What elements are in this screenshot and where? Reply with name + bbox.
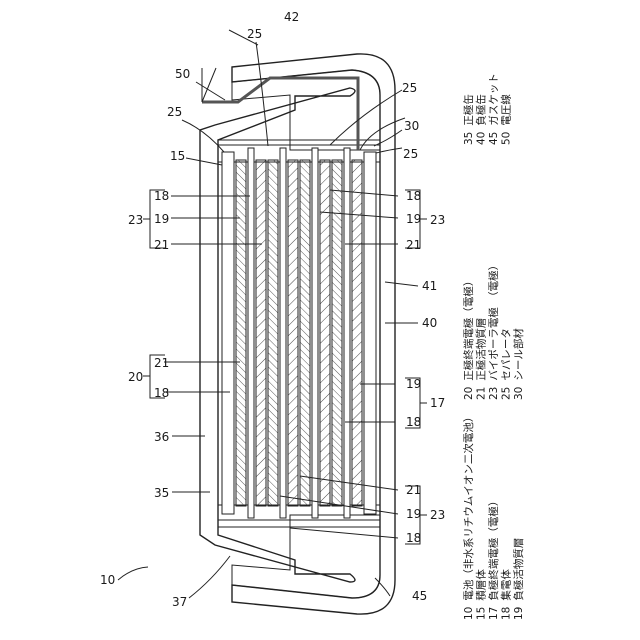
callout-19: 19 [406, 212, 421, 226]
callout-45: 45 [412, 589, 427, 603]
callout-42: 42 [284, 10, 299, 24]
legend-text: バイポーラ電極 （電極） [487, 260, 500, 381]
legend-entry: 23 バイポーラ電極 （電極） [487, 260, 500, 400]
callout-40: 40 [422, 316, 437, 330]
legend-number: 30 [513, 387, 525, 400]
legend-number: 21 [476, 387, 488, 400]
callout-36: 36 [154, 430, 169, 444]
legend-number: 19 [513, 607, 525, 620]
callout-21: 21 [154, 356, 169, 370]
legend-entry: 40 負極缶 [475, 94, 488, 145]
callout-30: 30 [404, 119, 419, 133]
callout-25: 25 [247, 27, 262, 41]
legend-entry: 19 負極活物質層 [512, 538, 525, 620]
legend-text: 電圧線 [500, 94, 513, 126]
legend-number: 20 [463, 387, 475, 400]
legend-text: 正極終端電極（電極） [462, 276, 475, 381]
legend-number: 25 [501, 387, 513, 400]
callout-50: 50 [175, 67, 190, 81]
callout-19: 19 [154, 212, 169, 226]
legend-text: シール部材 [512, 328, 525, 381]
legend-entry: 20 正極終端電極（電極） [462, 276, 475, 400]
voltage-wire [202, 78, 358, 150]
legend-entry: 17 負極終端電極（電極） [487, 496, 500, 620]
callout-10: 10 [100, 573, 115, 587]
legend-number: 35 [463, 132, 475, 145]
legend-entry: 45 ガスケット [488, 73, 500, 145]
legend-entry: 35 正極缶 [462, 94, 475, 145]
legend-number: 10 [463, 607, 475, 620]
legend: 10 電池（非水系リチウムイオン二次電池）15 積層体17 負極終端電極（電極）18 集… [462, 73, 525, 620]
callout-19: 19 [406, 377, 421, 391]
callout-21: 21 [406, 238, 421, 252]
callout-17: 17 [430, 396, 445, 410]
legend-text: 正極活物質層 [475, 318, 488, 381]
legend-text: 積層体 [475, 569, 488, 601]
legend-text: 正極缶 [462, 94, 475, 126]
legend-number: 17 [488, 607, 500, 620]
legend-entry: 15 積層体 [475, 569, 488, 620]
legend-number: 23 [488, 387, 500, 400]
callout-23: 23 [430, 508, 445, 522]
seal-top [218, 140, 380, 162]
callout-21: 21 [154, 238, 169, 252]
legend-entry: 25 セパレータ [501, 328, 513, 400]
callout-18: 18 [406, 531, 421, 545]
legend-text: 負極缶 [475, 94, 488, 126]
callout-18: 18 [406, 415, 421, 429]
callout-15: 15 [170, 149, 185, 163]
legend-entry: 30 シール部材 [512, 328, 525, 400]
legend-entry: 10 電池（非水系リチウムイオン二次電池） [462, 412, 475, 620]
callout-18: 18 [154, 189, 169, 203]
callout-25: 25 [402, 81, 417, 95]
legend-text: セパレータ [501, 328, 513, 381]
callout-23: 23 [430, 213, 445, 227]
legend-text: ガスケット [488, 73, 500, 126]
callout-25: 25 [167, 105, 182, 119]
legend-number: 18 [501, 607, 513, 620]
electrode-stack [222, 148, 376, 518]
callout-21: 21 [406, 483, 421, 497]
legend-text: 集電体 [500, 569, 513, 601]
legend-number: 50 [501, 132, 513, 145]
legend-text: 電池（非水系リチウムイオン二次電池） [462, 412, 475, 601]
voltage-wire-end [202, 68, 216, 102]
callout-18: 18 [154, 386, 169, 400]
callout-37: 37 [172, 595, 187, 609]
legend-number: 15 [476, 607, 488, 620]
legend-entry: 21 正極活物質層 [475, 318, 488, 400]
callout-35: 35 [154, 486, 169, 500]
legend-number: 45 [488, 132, 500, 145]
legend-number: 40 [476, 132, 488, 145]
legend-text: 負極終端電極（電極） [487, 496, 500, 601]
callout-25: 25 [403, 147, 418, 161]
seal-bottom [218, 505, 380, 527]
legend-entry: 50 電圧線 [500, 94, 513, 145]
legend-text: 負極活物質層 [512, 538, 525, 601]
legend-entry: 18 集電体 [500, 569, 513, 620]
callout-41: 41 [422, 279, 437, 293]
callout-19: 19 [406, 507, 421, 521]
callout-23: 23 [128, 213, 143, 227]
callout-20: 20 [128, 370, 143, 384]
callout-18: 18 [406, 189, 421, 203]
